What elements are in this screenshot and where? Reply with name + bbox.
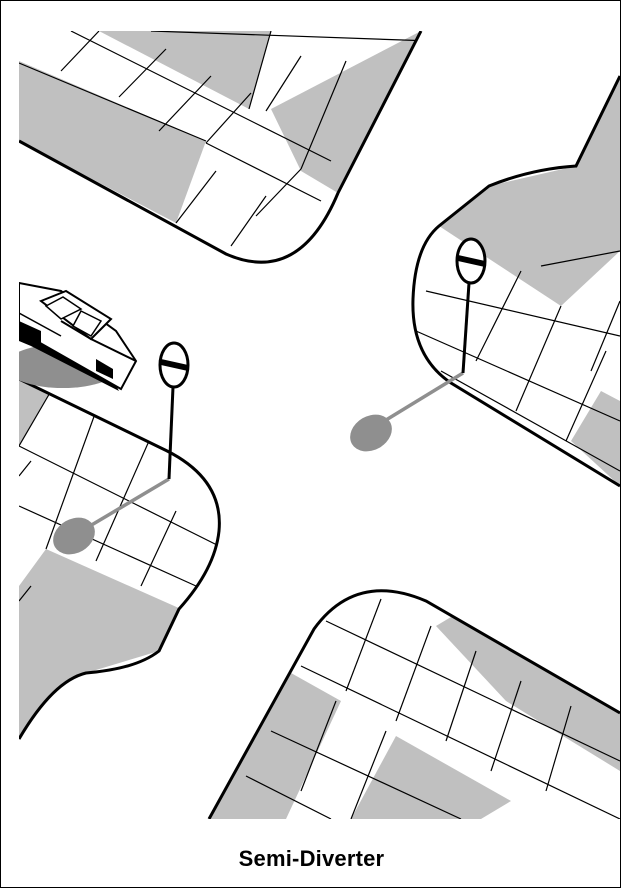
no-entry-sign-icon <box>160 343 188 387</box>
figure-caption: Semi-Diverter <box>1 846 621 872</box>
car-icon <box>5 283 136 391</box>
no-entry-sign-icon <box>457 239 485 283</box>
right-no-entry-sign <box>343 239 485 459</box>
